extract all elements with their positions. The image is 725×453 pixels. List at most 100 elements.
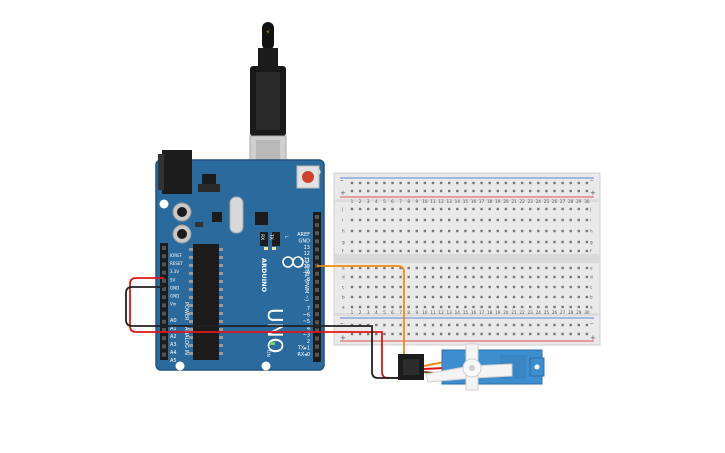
- breadboard-hole[interactable]: [585, 229, 589, 233]
- breadboard-hole[interactable]: [569, 181, 572, 185]
- breadboard-hole[interactable]: [520, 266, 524, 270]
- breadboard-hole[interactable]: [561, 275, 564, 279]
- wire-5v-red[interactable]: [129, 277, 410, 379]
- breadboard-hole[interactable]: [577, 285, 580, 289]
- breadboard-hole[interactable]: [561, 323, 564, 327]
- breadboard-hole[interactable]: [480, 229, 483, 233]
- breadboard-hole[interactable]: [415, 305, 418, 309]
- breadboard-hole[interactable]: [480, 332, 483, 336]
- breadboard-hole[interactable]: [488, 305, 491, 309]
- breadboard-hole[interactable]: [520, 240, 524, 244]
- breadboard-hole[interactable]: [383, 295, 386, 299]
- breadboard-hole[interactable]: [391, 249, 394, 253]
- breadboard-hole[interactable]: [423, 189, 427, 193]
- breadboard-hole[interactable]: [383, 275, 386, 279]
- breadboard-hole[interactable]: [529, 275, 532, 279]
- breadboard-hole[interactable]: [350, 266, 354, 270]
- breadboard-hole[interactable]: [504, 285, 508, 289]
- header-hole[interactable]: [315, 320, 319, 325]
- breadboard-hole[interactable]: [520, 218, 524, 222]
- breadboard-hole[interactable]: [423, 275, 427, 279]
- breadboard-hole[interactable]: [545, 332, 548, 336]
- breadboard-hole[interactable]: [391, 266, 394, 270]
- breadboard-hole[interactable]: [472, 207, 475, 211]
- breadboard-hole[interactable]: [415, 275, 418, 279]
- breadboard-hole[interactable]: [358, 249, 362, 253]
- breadboard-hole[interactable]: [350, 181, 354, 185]
- breadboard-hole[interactable]: [537, 181, 540, 185]
- breadboard-hole[interactable]: [520, 229, 524, 233]
- breadboard-hole[interactable]: [464, 323, 467, 327]
- breadboard-hole[interactable]: [350, 229, 354, 233]
- breadboard-hole[interactable]: [399, 240, 402, 244]
- breadboard-hole[interactable]: [537, 323, 540, 327]
- breadboard-hole[interactable]: [504, 240, 508, 244]
- breadboard-hole[interactable]: [472, 218, 475, 222]
- breadboard-hole[interactable]: [464, 305, 467, 309]
- breadboard-hole[interactable]: [375, 332, 378, 336]
- breadboard-hole[interactable]: [448, 323, 451, 327]
- breadboard-hole[interactable]: [577, 181, 580, 185]
- breadboard-hole[interactable]: [431, 229, 435, 233]
- breadboard-hole[interactable]: [561, 218, 564, 222]
- micro-servo[interactable]: [398, 343, 545, 391]
- breadboard-hole[interactable]: [383, 240, 386, 244]
- breadboard-hole[interactable]: [488, 229, 491, 233]
- breadboard-hole[interactable]: [439, 181, 443, 185]
- breadboard-hole[interactable]: [358, 275, 362, 279]
- header-hole[interactable]: [162, 270, 166, 275]
- breadboard-hole[interactable]: [448, 181, 451, 185]
- breadboard-hole[interactable]: [407, 181, 410, 185]
- breadboard-hole[interactable]: [569, 249, 572, 253]
- breadboard-hole[interactable]: [464, 295, 467, 299]
- breadboard-hole[interactable]: [472, 295, 475, 299]
- breadboard-hole[interactable]: [391, 332, 394, 336]
- breadboard-hole[interactable]: [504, 295, 508, 299]
- header-hole[interactable]: [315, 279, 319, 284]
- breadboard-hole[interactable]: [407, 275, 410, 279]
- breadboard-hole[interactable]: [423, 295, 427, 299]
- breadboard-hole[interactable]: [545, 266, 548, 270]
- breadboard-hole[interactable]: [504, 218, 508, 222]
- breadboard-hole[interactable]: [472, 275, 475, 279]
- breadboard-hole[interactable]: [577, 295, 580, 299]
- breadboard-hole[interactable]: [367, 189, 370, 193]
- breadboard-hole[interactable]: [431, 323, 435, 327]
- breadboard-hole[interactable]: [399, 323, 402, 327]
- breadboard-hole[interactable]: [561, 305, 564, 309]
- header-hole[interactable]: [315, 296, 319, 300]
- breadboard-hole[interactable]: [423, 332, 427, 336]
- breadboard-hole[interactable]: [585, 305, 589, 309]
- breadboard-hole[interactable]: [383, 218, 386, 222]
- breadboard-hole[interactable]: [456, 295, 459, 299]
- breadboard-hole[interactable]: [375, 285, 378, 289]
- breadboard-hole[interactable]: [423, 323, 427, 327]
- breadboard-hole[interactable]: [383, 305, 386, 309]
- breadboard-hole[interactable]: [585, 249, 589, 253]
- breadboard-hole[interactable]: [480, 207, 483, 211]
- header-hole[interactable]: [315, 312, 319, 317]
- breadboard-hole[interactable]: [577, 207, 580, 211]
- breadboard-hole[interactable]: [504, 323, 508, 327]
- breadboard-hole[interactable]: [504, 229, 508, 233]
- breadboard-hole[interactable]: [520, 207, 524, 211]
- header-hole[interactable]: [162, 352, 166, 357]
- breadboard-hole[interactable]: [545, 295, 548, 299]
- breadboard-hole[interactable]: [496, 229, 499, 233]
- breadboard-hole[interactable]: [504, 249, 508, 253]
- breadboard-hole[interactable]: [553, 249, 556, 253]
- header-hole[interactable]: [162, 336, 166, 341]
- breadboard-hole[interactable]: [431, 275, 435, 279]
- breadboard-hole[interactable]: [391, 229, 394, 233]
- breadboard-hole[interactable]: [407, 229, 410, 233]
- breadboard-hole[interactable]: [529, 323, 532, 327]
- breadboard-hole[interactable]: [512, 229, 516, 233]
- breadboard-hole[interactable]: [399, 181, 402, 185]
- breadboard-hole[interactable]: [391, 275, 394, 279]
- breadboard-hole[interactable]: [358, 207, 362, 211]
- breadboard-hole[interactable]: [399, 266, 402, 270]
- breadboard-hole[interactable]: [585, 295, 589, 299]
- breadboard-hole[interactable]: [512, 305, 516, 309]
- header-hole[interactable]: [162, 295, 166, 300]
- breadboard-hole[interactable]: [520, 305, 524, 309]
